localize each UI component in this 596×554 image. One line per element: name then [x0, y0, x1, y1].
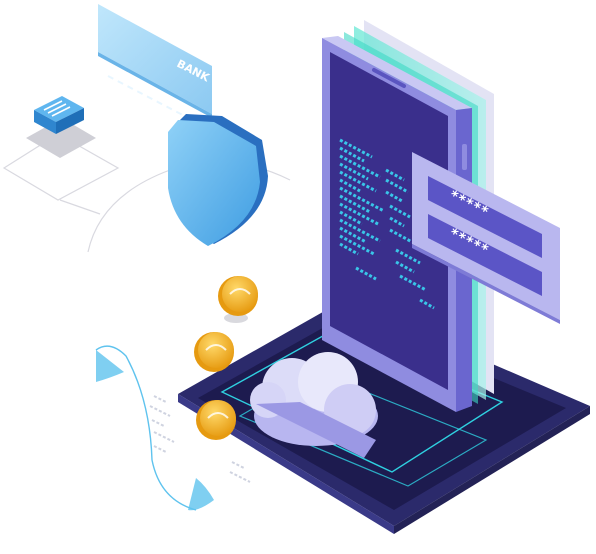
coin-icon-3: [196, 400, 236, 440]
coin-icon-1: [218, 276, 258, 323]
smartphone-icon: [322, 36, 472, 412]
code-lines: [339, 138, 435, 310]
shield-icon: [168, 114, 268, 246]
cloud-icon: [250, 352, 378, 458]
coin-icon-2: [194, 332, 234, 372]
chip-icon: [26, 96, 96, 158]
receipt-icon: [95, 345, 251, 511]
bank-card-icon: BANK: [98, 4, 212, 125]
login-panel: ***** *****: [412, 152, 560, 324]
